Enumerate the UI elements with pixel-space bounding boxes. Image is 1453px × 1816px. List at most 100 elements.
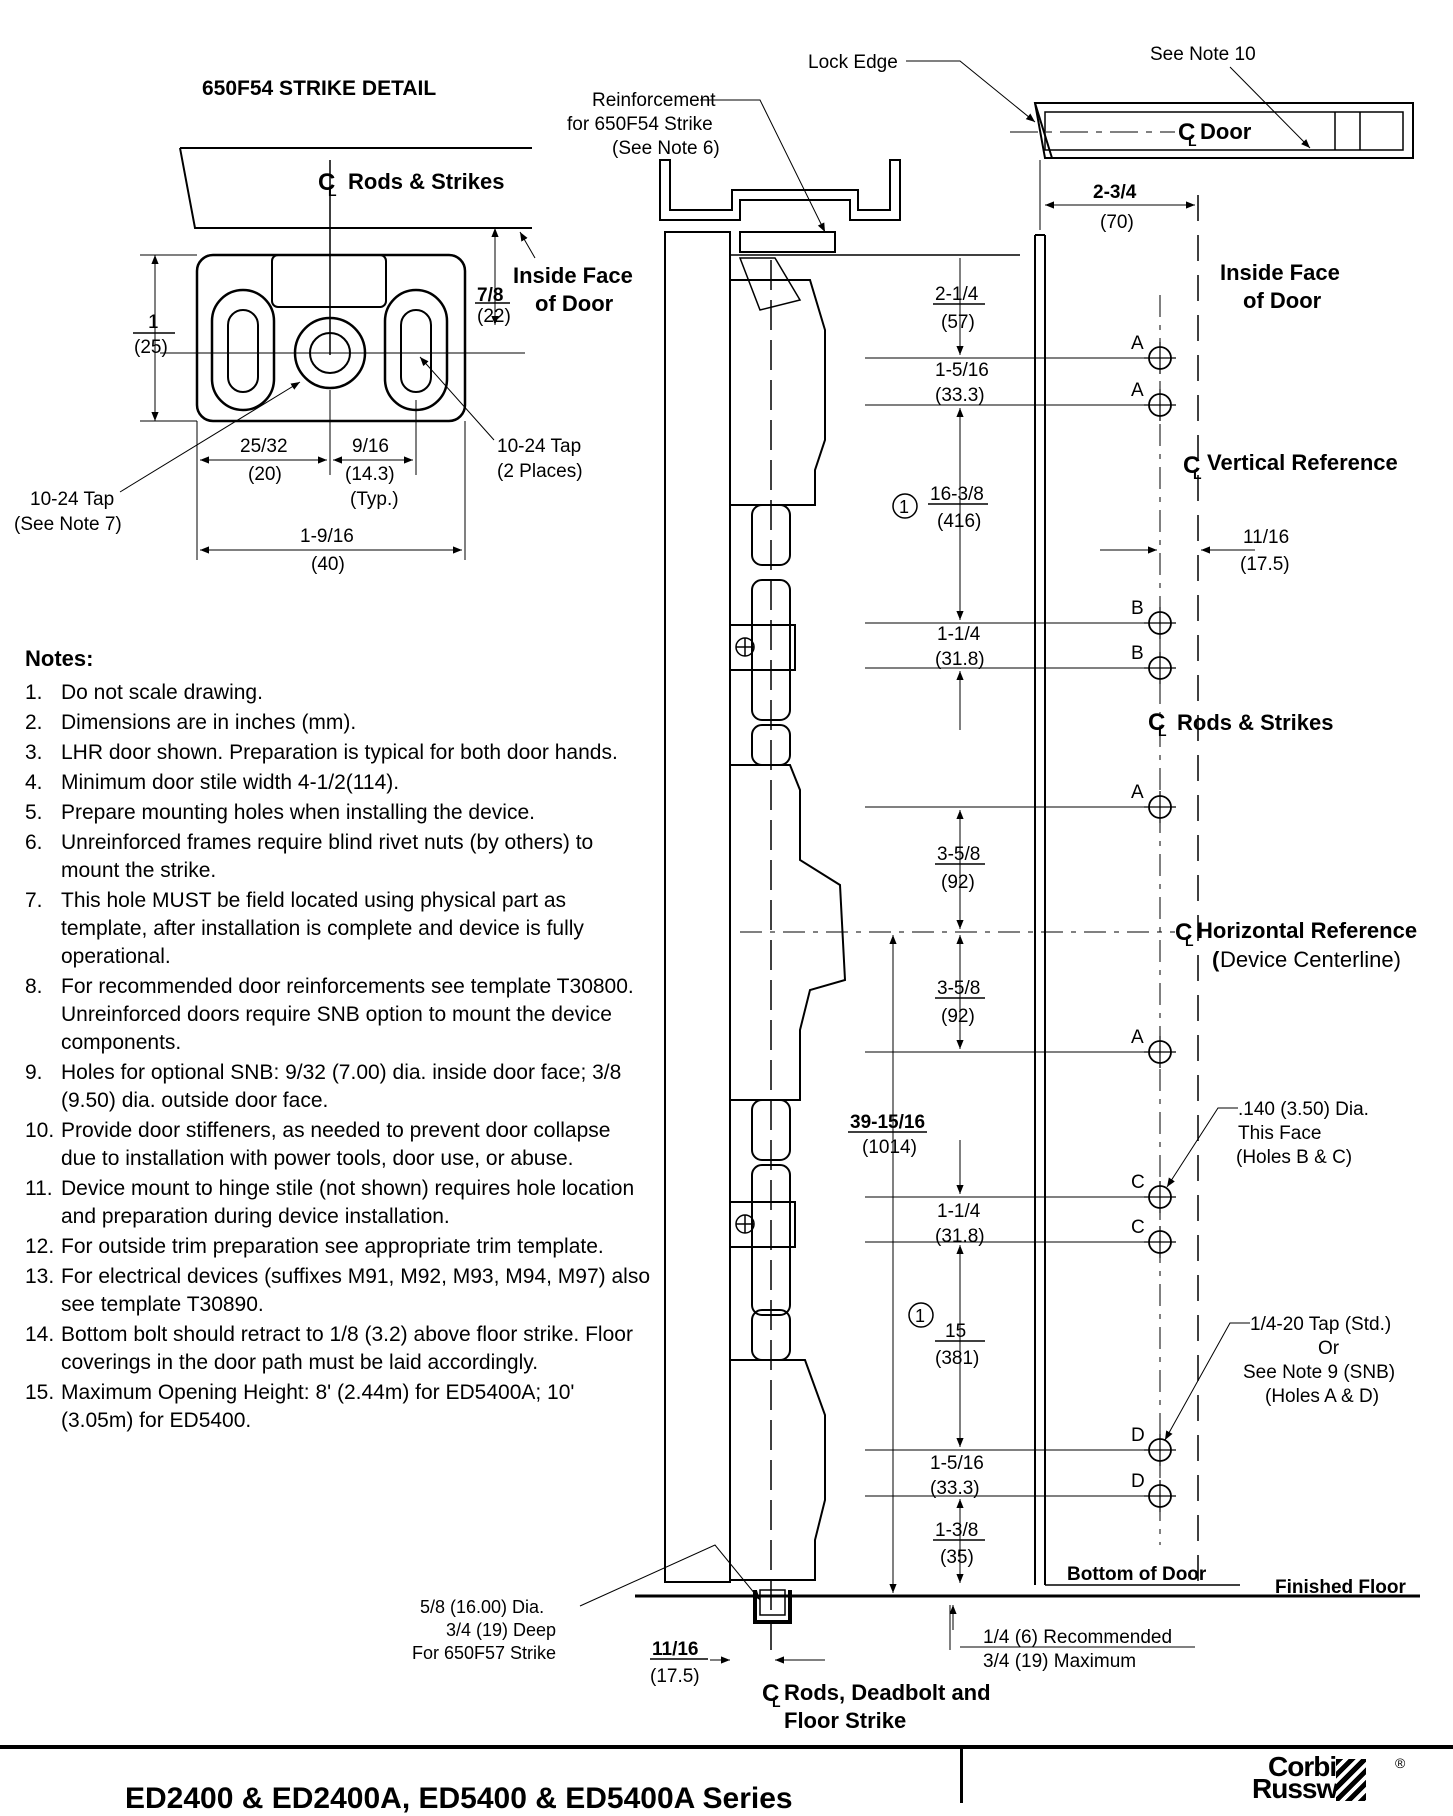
note-text: For electrical devices (suffixes M91, M9… bbox=[61, 1265, 650, 1316]
dim-1-1-4-top: 1-1/4 bbox=[937, 624, 981, 645]
inside-face-leader bbox=[519, 231, 536, 259]
hole-letter: A bbox=[1131, 1027, 1144, 1048]
note-number: 9. bbox=[25, 1061, 43, 1084]
hole-5-8-2: 3/4 (19) Deep bbox=[446, 1620, 556, 1640]
callout-circle-1-lower bbox=[908, 1302, 934, 1328]
rods-strikes-label: Rods & Strikes bbox=[1177, 710, 1334, 735]
hole-letter: A bbox=[1131, 333, 1144, 354]
dim-25-32-mm: (20) bbox=[248, 464, 282, 485]
dim-25-32: 25/32 bbox=[240, 436, 288, 457]
hole-letter: B bbox=[1131, 598, 1144, 619]
title-block-title: ED2400 & ED2400A, ED5400 & ED5400A Serie… bbox=[125, 1782, 793, 1815]
see-note-10-label: See Note 10 bbox=[1150, 44, 1256, 65]
hole-letter: C bbox=[1131, 1217, 1145, 1238]
note-text: Dimensions are in inches (mm). bbox=[61, 711, 357, 734]
corbin-russwin-logo: Corbin Russwin bbox=[1250, 1753, 1370, 1803]
rod-clip-upper bbox=[729, 624, 796, 671]
hole-140-3: (Holes B & C) bbox=[1236, 1147, 1352, 1168]
dim-1-5-16-top-mm: (33.3) bbox=[935, 385, 985, 406]
strike-door-edge bbox=[179, 147, 532, 229]
dim-11-16-bottom: 11/16 bbox=[652, 1639, 699, 1660]
hole-5-8-leader bbox=[579, 1544, 761, 1607]
note-number: 4. bbox=[25, 771, 43, 794]
notes-heading: Notes: bbox=[25, 646, 94, 671]
note-number: 1. bbox=[25, 681, 43, 704]
note-number: 2. bbox=[25, 711, 43, 734]
note-text: This hole MUST be field located using ph… bbox=[61, 889, 584, 968]
vertical-ref-label: Vertical Reference bbox=[1207, 450, 1398, 475]
finished-floor-label: Finished Floor bbox=[1275, 1577, 1406, 1598]
note-item: 2. Dimensions are in inches (mm). bbox=[25, 709, 650, 737]
note-text: Maximum Opening Height: 8' (2.44m) for E… bbox=[61, 1381, 575, 1432]
cl-symbol: CL bbox=[1175, 919, 1194, 949]
inside-face-label-2: of Door bbox=[1243, 288, 1322, 313]
dim-1-3-8-mm: (35) bbox=[940, 1547, 974, 1568]
strike-body bbox=[195, 253, 467, 423]
strike-inside-face-2: of Door bbox=[535, 291, 614, 316]
dim-7-8-mm: (22) bbox=[477, 306, 511, 327]
note-item: 13.For electrical devices (suffixes M91,… bbox=[25, 1263, 650, 1319]
hole-letter: C bbox=[1131, 1172, 1145, 1193]
note-item: 9.Holes for optional SNB: 9/32 (7.00) di… bbox=[25, 1059, 650, 1115]
dim-1-3-8: 1-3/8 bbox=[935, 1520, 978, 1541]
floor-strike-inner bbox=[759, 1589, 786, 1616]
tap-left-1: 10-24 Tap bbox=[30, 489, 114, 510]
svg-text:L: L bbox=[772, 1694, 781, 1710]
hole-5-8-3: For 650F57 Strike bbox=[412, 1643, 556, 1663]
tap-1-4-2: Or bbox=[1318, 1338, 1340, 1359]
reinf-2: for 650F54 Strike bbox=[567, 114, 713, 135]
svg-text:C: C bbox=[1148, 709, 1165, 736]
logo-mark-icon bbox=[1336, 1759, 1366, 1801]
bottom-of-door-label: Bottom of Door bbox=[1067, 1564, 1207, 1585]
hole-140-2: This Face bbox=[1238, 1123, 1321, 1144]
note-text: For outside trim preparation see appropr… bbox=[61, 1235, 604, 1258]
tap-1-4-leader bbox=[1164, 1322, 1250, 1441]
dim-1-mm: (25) bbox=[134, 337, 168, 358]
dim-11-16-right-mm: (17.5) bbox=[1240, 554, 1290, 575]
tap-1-4-3: See Note 9 (SNB) bbox=[1243, 1362, 1395, 1383]
note-item: 8.For recommended door reinforcements se… bbox=[25, 973, 650, 1057]
hole-leaders bbox=[865, 357, 1150, 1497]
notes-panel: Notes: 1.Do not scale drawing. 2. Dimensio… bbox=[25, 645, 650, 1437]
floor-strike bbox=[753, 1590, 792, 1624]
hole-140-leader bbox=[1166, 1107, 1238, 1188]
door-plan-inner bbox=[1044, 111, 1404, 151]
strike-detail-title: 650F54 STRIKE DETAIL bbox=[202, 77, 436, 100]
reinforcement-channel bbox=[659, 159, 901, 221]
dim-2-3-4: 2-3/4 bbox=[1093, 182, 1137, 203]
top-latch-bolt bbox=[738, 257, 802, 311]
svg-text:L: L bbox=[1193, 466, 1202, 482]
note-text: Unreinforced frames require blind rivet … bbox=[61, 831, 594, 882]
note-number: 14. bbox=[25, 1323, 55, 1346]
rod-clip-lower bbox=[729, 1201, 796, 1248]
hole-letter: A bbox=[1131, 380, 1144, 401]
note-text: Minimum door stile width 4-1/2(114). bbox=[61, 771, 400, 794]
mounting-hole: A bbox=[1131, 1027, 1176, 1068]
note-number: 5. bbox=[25, 801, 43, 824]
strike-latch-pocket bbox=[271, 254, 387, 308]
device-centerline-paren: ( bbox=[1212, 947, 1220, 972]
mounting-hole: C bbox=[1131, 1217, 1176, 1258]
tap-left-leader bbox=[119, 381, 301, 493]
callout-1-lower: 1 bbox=[915, 1306, 925, 1326]
strike-slot-left bbox=[210, 288, 276, 412]
dim-9-16-mm: (14.3) bbox=[345, 464, 395, 485]
door-plan-edge bbox=[1034, 102, 1053, 159]
note-number: 6. bbox=[25, 831, 43, 854]
inside-face-label-1: Inside Face bbox=[1220, 260, 1340, 285]
reinf-1: Reinforcement bbox=[592, 90, 716, 111]
svg-text:C: C bbox=[762, 1680, 779, 1707]
dim-7-8: 7/8 bbox=[477, 285, 503, 306]
tap-left-2: (See Note 7) bbox=[14, 514, 122, 535]
strike-slot-right-inner bbox=[400, 309, 432, 393]
note-text: Provide door stiffeners, as needed to pr… bbox=[61, 1119, 611, 1170]
dim-3-5-8-lower-mm: (92) bbox=[941, 1006, 975, 1027]
mounting-hole: D bbox=[1131, 1471, 1176, 1512]
reinf-3: (See Note 6) bbox=[612, 138, 720, 159]
cl-symbol: CL bbox=[1183, 452, 1202, 482]
note-item: 1.Do not scale drawing. bbox=[25, 679, 650, 707]
notes-list: 1.Do not scale drawing. 2. Dimensions are … bbox=[25, 679, 650, 1435]
dim-3-5-8-upper-mm: (92) bbox=[941, 872, 975, 893]
registered-mark: ® bbox=[1395, 1755, 1406, 1771]
